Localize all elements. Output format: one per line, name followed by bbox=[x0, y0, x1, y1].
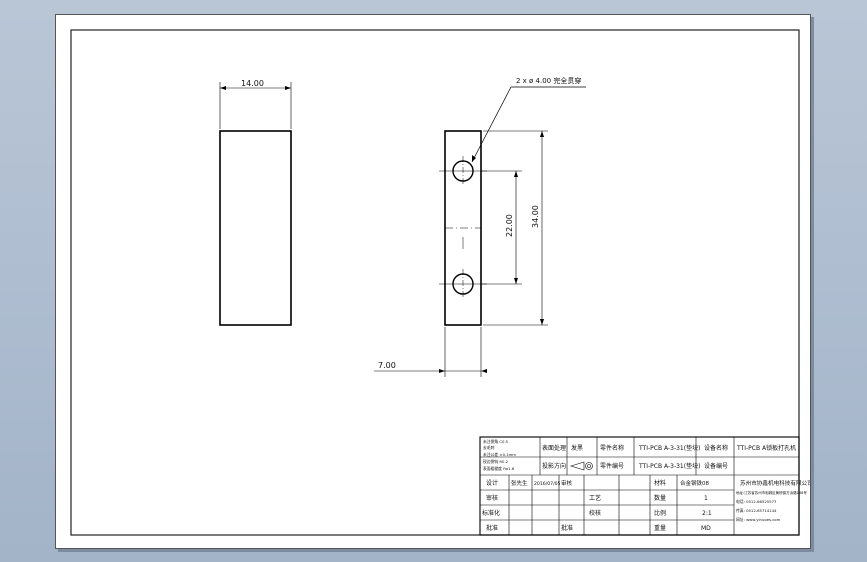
part-number-label: 零件编号 bbox=[600, 462, 624, 470]
company-fax: 传真: 0512-65714144 bbox=[736, 508, 777, 513]
title-block bbox=[479, 436, 800, 536]
approve-label-2: 批准 bbox=[561, 524, 573, 532]
hole-callout-text: 2 x ø 4.00 完全贯穿 bbox=[516, 76, 581, 85]
front-view: 14.00 bbox=[219, 79, 292, 326]
note-line: 去毛刺 bbox=[483, 445, 495, 450]
width-dim-text: 14.00 bbox=[241, 79, 264, 88]
side-view: 2 x ø 4.00 完全贯穿 22.00 34.00 7.00 bbox=[374, 76, 586, 377]
approve-label: 批准 bbox=[486, 524, 498, 532]
drawing-canvas: 14.00 2 x ø 4.00 完全贯穿 2 bbox=[70, 29, 810, 536]
inner-frame bbox=[70, 29, 800, 536]
front-view-outline bbox=[219, 130, 292, 326]
equipment-name-label: 设备名称 bbox=[704, 444, 728, 452]
note-line: 表面粗糙度 Ra1.6 bbox=[483, 466, 515, 471]
company-phone: 电话: 0512-66525577 bbox=[736, 499, 777, 504]
note-line: 未注倒角 C0.5 bbox=[483, 439, 509, 444]
surface-treatment-value: 发黑 bbox=[571, 444, 583, 452]
part-name-value: TTI-PCB A-3-31(垫块) bbox=[638, 444, 700, 452]
projection-label: 投影方向 bbox=[542, 462, 566, 470]
weight-value: MD bbox=[701, 525, 711, 532]
dim-arrow bbox=[481, 369, 487, 373]
dim-arrow bbox=[514, 171, 518, 177]
title-block-notes: 未注倒角 C0.5 去毛刺 未注公差 ±0.1mm 锐边倒钝 R0.2 表面粗糙… bbox=[483, 439, 516, 471]
equipment-number-label: 设备编号 bbox=[704, 462, 728, 470]
part-name-label: 零件名称 bbox=[600, 444, 624, 452]
part-number-value: TTI-PCB A-3-31(垫块) bbox=[638, 462, 700, 470]
note-line: 锐边倒钝 R0.2 bbox=[483, 459, 509, 464]
company-web: 网址: www.yinuoes.com bbox=[736, 517, 781, 522]
design-value: 张先生 bbox=[511, 479, 528, 487]
quantity-value: 1 bbox=[704, 495, 708, 502]
dim-arrow bbox=[285, 86, 291, 90]
dim-arrow bbox=[220, 86, 226, 90]
weight-label: 重量 bbox=[654, 524, 666, 532]
material-label: 材料 bbox=[654, 479, 666, 487]
dim-arrow bbox=[514, 278, 518, 284]
dim-arrow bbox=[540, 319, 544, 325]
design-date: 2016/07/05 bbox=[534, 481, 561, 487]
thickness-dim-text: 7.00 bbox=[378, 361, 396, 370]
height-dim-text: 34.00 bbox=[531, 205, 540, 228]
dim-arrow bbox=[439, 369, 445, 373]
equipment-name-value: TTI-PCB A锁板打孔机 bbox=[736, 444, 796, 452]
surface-treatment-label: 表面处理 bbox=[542, 444, 566, 452]
dim-arrow bbox=[540, 131, 544, 137]
hole-spacing-dim-text: 22.00 bbox=[505, 214, 514, 237]
scale-label: 比例 bbox=[654, 509, 666, 517]
note-line: 未注公差 ±0.1mm bbox=[483, 452, 516, 457]
drawing-sheet: 14.00 2 x ø 4.00 完全贯穿 2 bbox=[55, 14, 811, 549]
check-label: 校核 bbox=[589, 509, 601, 517]
scale-value: 2:1 bbox=[702, 510, 712, 517]
callout-leader bbox=[471, 86, 512, 163]
audit-label: 审核 bbox=[486, 494, 498, 502]
callout-arrow bbox=[472, 155, 476, 162]
standard-label: 标准化 bbox=[482, 509, 500, 517]
company-address: 地址:江苏省苏州市相城区黄桥镇方浜路168号 bbox=[736, 490, 807, 495]
company-name: 苏州市协鑫机电科技有限公司 bbox=[740, 479, 810, 487]
process-label: 工艺 bbox=[589, 494, 601, 502]
material-value: 合金钢铁08 bbox=[680, 479, 709, 487]
design-unit: 审核 bbox=[561, 479, 573, 487]
projection-symbol-icon bbox=[569, 461, 593, 471]
quantity-label: 数量 bbox=[654, 494, 666, 502]
design-label: 设计 bbox=[486, 479, 498, 487]
